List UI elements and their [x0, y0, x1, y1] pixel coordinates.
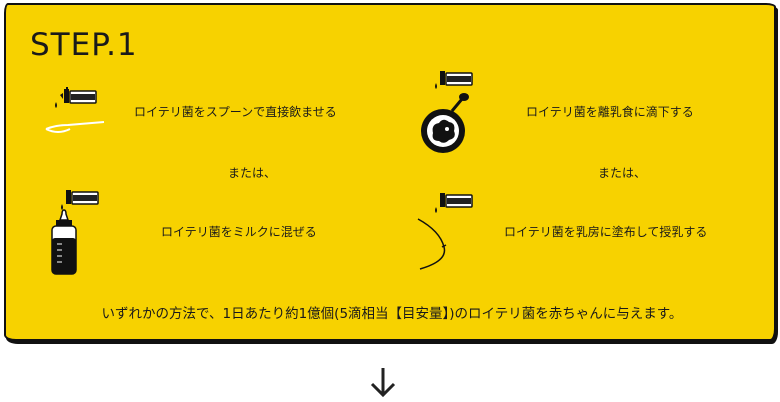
down-arrow-icon: [370, 368, 396, 398]
method-milk-label: ロイテリ菌をミルクに混ぜる: [161, 225, 317, 239]
step-title: STEP.1: [30, 27, 138, 63]
step-panel: STEP.1 ロイテリ菌をスプーンで直接飲ませる ロイテリ菌を離乳食に滴下する …: [4, 3, 776, 341]
dropper-bottle-baby-bottle-icon: [51, 190, 99, 275]
dropper-bottle-bowl-icon: [421, 71, 473, 153]
summary-text: いずれかの方法で、1日あたり約1億個(5滴相当【目安量】)のロイテリ菌を赤ちゃん…: [101, 306, 683, 322]
method-breast-label: ロイテリ菌を乳房に塗布して授乳する: [504, 225, 708, 239]
dropper-bottle-spoon-icon: [45, 87, 105, 133]
or-text-right: または、: [598, 166, 647, 180]
method-spoon-label: ロイテリ菌をスプーンで直接飲ませる: [134, 105, 337, 119]
method-bowl-label: ロイテリ菌を離乳食に滴下する: [526, 105, 694, 119]
or-text-left: または、: [228, 166, 277, 180]
dropper-bottle-breast-icon: [417, 193, 473, 270]
